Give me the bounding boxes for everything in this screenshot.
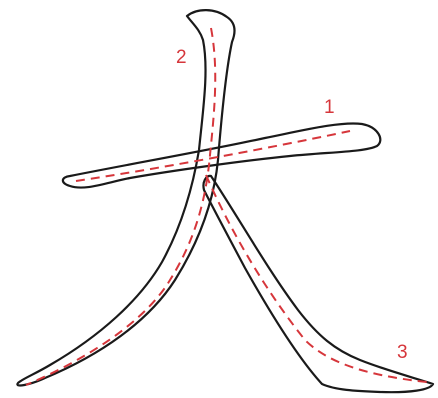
stroke-3-guide [206, 175, 427, 382]
stroke-number-3: 3 [397, 342, 408, 363]
stroke-1-outline [63, 123, 380, 187]
stroke-1-guide [76, 131, 350, 181]
stroke-2-guide [26, 28, 215, 385]
stroke-number-1: 1 [324, 97, 335, 118]
stroke-2-outline [17, 10, 234, 385]
stroke-number-2: 2 [176, 47, 187, 68]
